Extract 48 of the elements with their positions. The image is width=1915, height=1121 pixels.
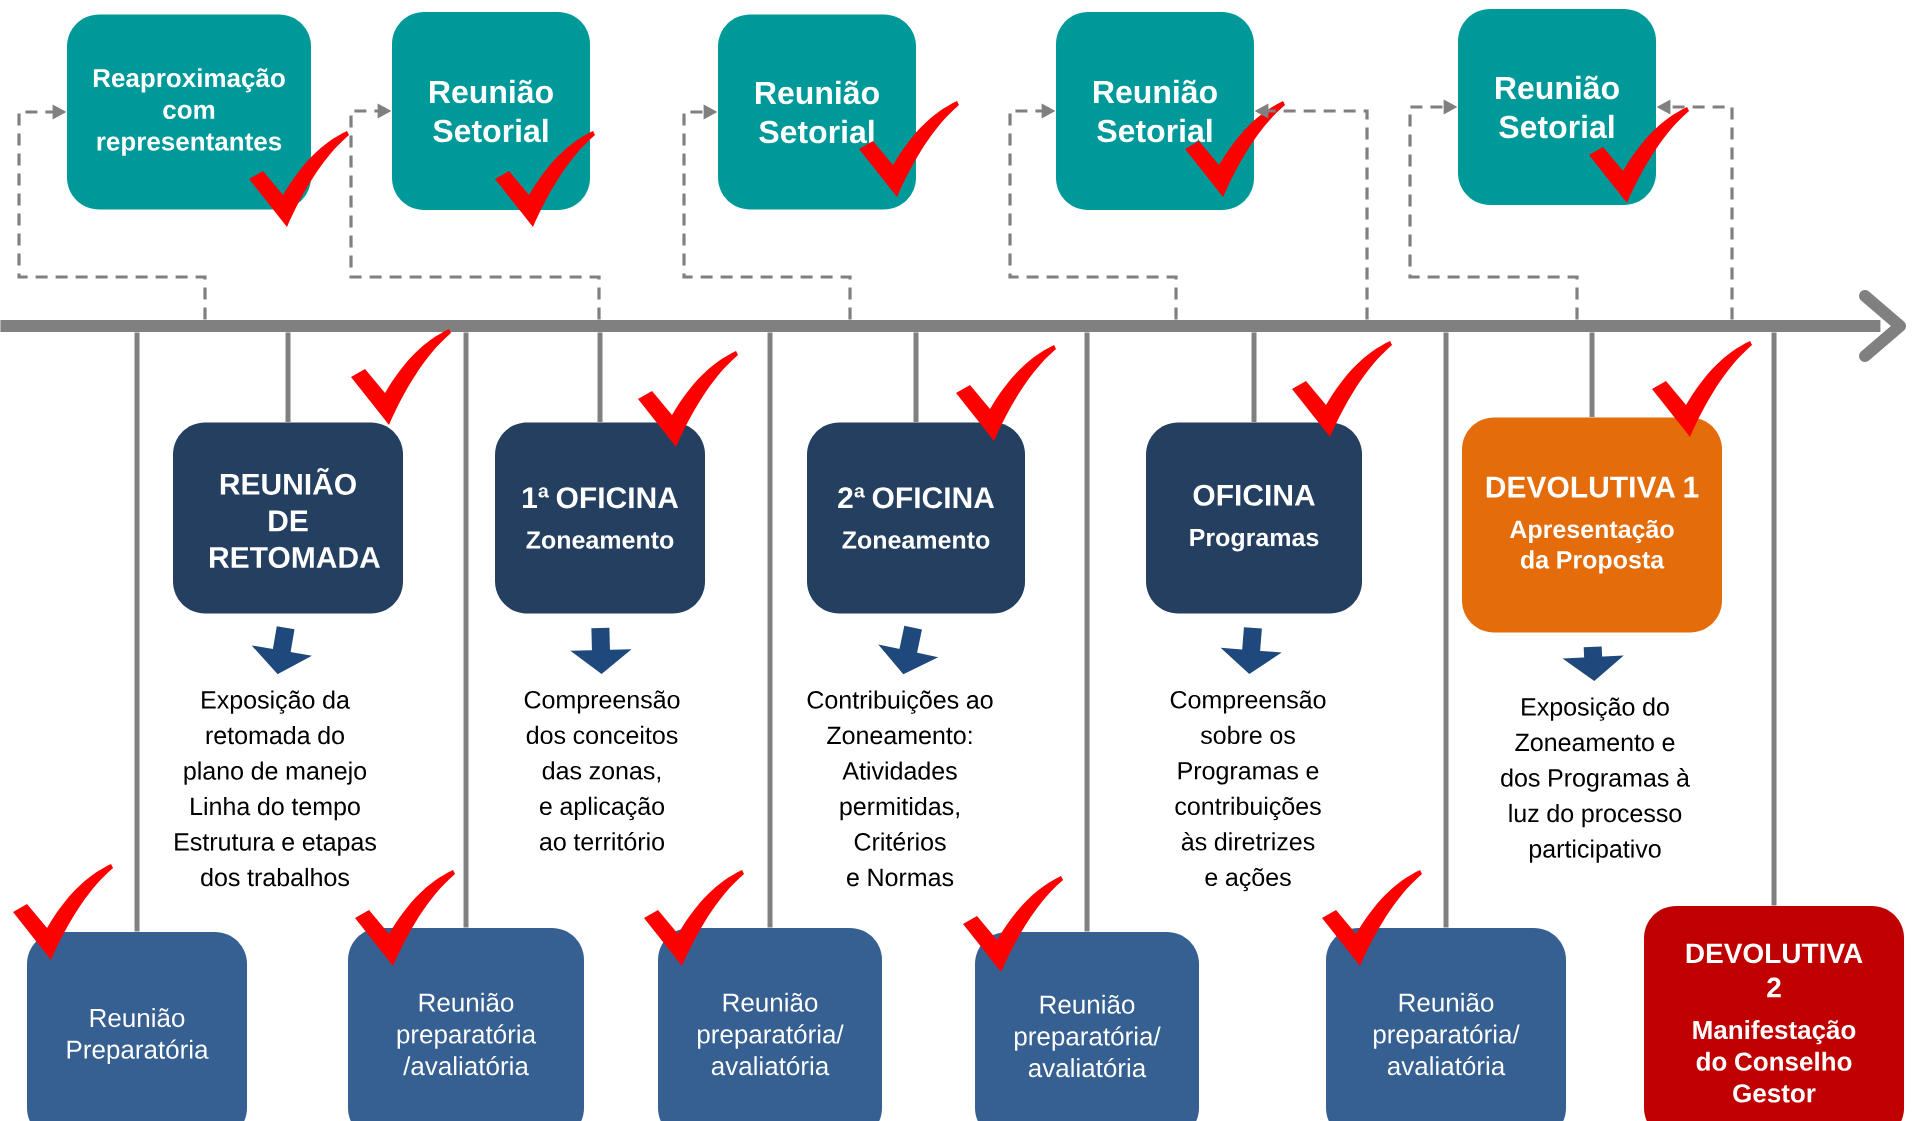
event-box: 1ª OFICINA Zoneamento: [495, 422, 705, 614]
connector-line: [597, 332, 603, 423]
check-mark: [638, 351, 738, 447]
check-mark: [956, 345, 1056, 441]
timeline-arrow: [0, 290, 1906, 362]
connector-line: [913, 332, 919, 423]
event-box: OFICINA Programas: [1146, 422, 1362, 614]
meeting-box: Reunião preparatória/ avaliatória: [658, 928, 882, 1121]
description-text: Compreensão dos conceitos das zonas, e aplicação ao território: [524, 690, 680, 851]
event-box: DEVOLUTIVA 2 Manifestação do Conselho Gestor: [1644, 906, 1904, 1121]
event-box: 2ª OFICINA Zoneamento: [807, 422, 1025, 614]
connector-line: [1084, 332, 1090, 932]
meeting-box: Reunião preparatória /avaliatória: [348, 928, 584, 1121]
description-text: Exposição do Zoneamento e dos Programas à luz do processo participativo: [1501, 697, 1690, 863]
process-box: Reunião Setorial: [1458, 9, 1656, 205]
meeting-box: Reunião preparatória/ avaliatória: [1326, 928, 1566, 1121]
description-text: Contribuições ao Zoneamento: Atividades permitidas, Critérios e Normas: [807, 690, 993, 887]
description-text: Exposição da retomada do plano de manejo Linha do tempo Estrutura e etapas dos trabalhos: [175, 690, 376, 887]
process-box: Reunião Setorial: [392, 12, 590, 210]
check-mark: [1292, 341, 1392, 437]
connector-line: [134, 332, 140, 932]
check-mark: [355, 870, 455, 966]
check-mark: [963, 876, 1063, 972]
connector-line: [1771, 332, 1777, 906]
dashed-arrow: [682, 104, 852, 320]
connector-line: [767, 332, 773, 928]
dashed-arrow: [1408, 99, 1579, 320]
meeting-box: Reunião preparatória/ avaliatória: [975, 932, 1199, 1121]
check-mark: [1652, 341, 1752, 437]
check-mark: [644, 870, 744, 966]
check-mark: [1322, 870, 1422, 966]
check-mark: [13, 864, 113, 960]
connector-line: [463, 332, 469, 928]
process-box: Reaproximação com representantes: [67, 14, 311, 210]
process-box: Reunião Setorial: [718, 14, 916, 210]
connector-line: [1443, 332, 1449, 928]
meeting-box: Reunião Preparatória: [27, 932, 247, 1121]
dashed-arrow: [349, 103, 601, 320]
check-mark: [351, 329, 451, 425]
dashed-arrow: [17, 104, 207, 320]
connector-line: [1251, 332, 1257, 423]
dashed-arrow: [1008, 103, 1178, 320]
event-box: REUNIÃO DE RETOMADA: [173, 422, 403, 614]
description-text: Compreensão sobre os Programas e contribuições às diretrizes e ações: [1170, 690, 1326, 892]
process-box: Reunião Setorial: [1056, 12, 1254, 210]
event-box: DEVOLUTIVA 1 Apresentação da Proposta: [1462, 417, 1722, 633]
connector-line: [1589, 332, 1595, 418]
connector-line: [285, 332, 291, 423]
